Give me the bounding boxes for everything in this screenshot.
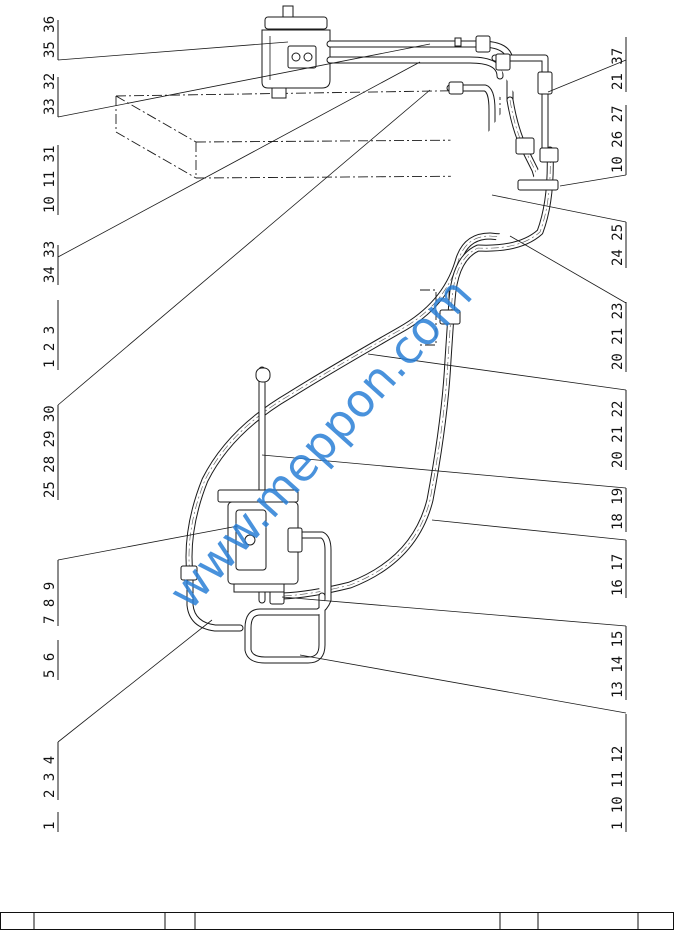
callout-left-6: 25 28 29 30: [42, 405, 58, 498]
callout-left-10: 1: [42, 822, 58, 830]
callout-left-4: 34 33: [42, 241, 58, 283]
left-callouts: 35 36 33 32 10 11 31 34 33 1 2 3 25 28 2…: [42, 16, 59, 832]
callout-right-2: 10 26 27: [610, 106, 626, 173]
callout-right-5: 20 21 22: [610, 401, 626, 468]
callout-left-2: 33 32: [42, 73, 58, 115]
callout-left-9: 2 3 4: [42, 756, 58, 798]
callout-left-5: 1 2 3: [42, 326, 58, 368]
callout-right-1: 21 37: [610, 48, 626, 90]
title-block: [0, 912, 674, 930]
hydraulic-pump: [217, 489, 303, 593]
phantom-frame: [115, 89, 501, 179]
callout-right-8: 13 14 15: [610, 631, 626, 698]
callout-left-8: 5 6: [42, 653, 58, 678]
callout-right-6: 18 19: [610, 488, 626, 530]
callout-left-1: 35 36: [42, 16, 58, 58]
leader-lines: [57, 41, 627, 743]
hydraulic-tubes: [185, 40, 554, 664]
right-callouts: 21 37 10 26 27 24 25 20 21 23 20 21 22 1…: [610, 37, 627, 832]
oil-reservoir: [261, 5, 331, 99]
pipe-fittings: [180, 35, 559, 605]
callout-right-9: 1 10 11 12: [610, 746, 626, 830]
callout-left-3: 10 11 31: [42, 146, 58, 213]
callout-left-7: 7 8 9: [42, 582, 58, 624]
callout-right-3: 24 25: [610, 224, 626, 266]
callout-right-4: 20 21 23: [610, 303, 626, 370]
callout-right-7: 16 17: [610, 554, 626, 596]
mid-bracket: [420, 289, 437, 346]
